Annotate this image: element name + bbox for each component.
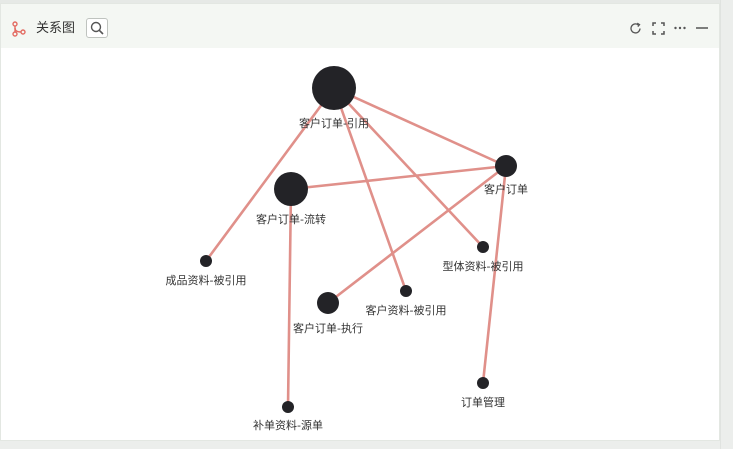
refresh-button[interactable] (628, 21, 642, 35)
bottom-edge (0, 441, 720, 449)
graph-node-n6[interactable]: 客户资料-被引用 (366, 285, 447, 317)
graph-node-label: 成品资料-被引用 (166, 273, 247, 287)
graph-node-label: 客户订单-流转 (256, 212, 326, 226)
graph-edge-n2-n8[interactable] (481, 164, 508, 385)
panel-header: 关系图 (1, 4, 719, 48)
graph-node-label: 客户资料-被引用 (366, 303, 447, 317)
minimize-button[interactable] (695, 21, 709, 35)
relation-graph-panel: 关系图 (0, 3, 720, 441)
graph-node-n5[interactable]: 型体资料-被引用 (443, 241, 524, 273)
graph-node-n2[interactable]: 客户订单 (484, 155, 528, 196)
graph-node-n9[interactable]: 补单资料-源单 (253, 401, 323, 432)
top-edge (0, 0, 733, 3)
graph-relation-icon (11, 21, 27, 37)
graph-node-circle[interactable] (400, 285, 412, 297)
graph-node-label: 客户订单 (484, 182, 528, 196)
graph-node-n7[interactable]: 客户订单-执行 (293, 292, 363, 335)
search-button[interactable] (86, 18, 108, 38)
graph-node-circle[interactable] (274, 172, 308, 206)
graph-node-circle[interactable] (477, 241, 489, 253)
search-icon (90, 21, 104, 35)
graph-node-n4[interactable]: 成品资料-被引用 (166, 255, 247, 287)
graph-edge-n1-n6[interactable] (332, 86, 408, 293)
graph-edge-n2-n7[interactable] (326, 164, 508, 305)
graph-node-label: 客户订单-执行 (293, 321, 363, 335)
fullscreen-icon (651, 21, 665, 35)
graph-node-circle[interactable] (477, 377, 489, 389)
graph-node-n1[interactable]: 客户订单-引用 (299, 66, 369, 130)
vertical-scrollbar[interactable] (720, 0, 733, 449)
graph-canvas[interactable]: 客户订单-引用客户订单客户订单-流转成品资料-被引用 型体资料-被引用客户资料-被… (1, 48, 719, 440)
graph-node-circle[interactable] (495, 155, 517, 177)
more-button[interactable] (673, 21, 687, 35)
graph-edge-n1-n2[interactable] (332, 86, 508, 168)
graph-node-label: 订单管理 (461, 395, 505, 409)
graph-edge-n1-n5[interactable] (332, 86, 485, 249)
graph-node-label: 补单资料-源单 (253, 418, 323, 432)
more-icon (674, 26, 686, 30)
graph-edge-n1-n4[interactable] (204, 86, 336, 263)
edges-layer (204, 86, 508, 409)
graph-node-label: 型体资料-被引用 (443, 259, 524, 273)
graph-node-label: 客户订单-引用 (299, 116, 369, 130)
graph-node-circle[interactable] (312, 66, 356, 110)
graph-edge-n3-n2[interactable] (289, 164, 508, 191)
panel-title: 关系图 (36, 21, 76, 36)
fullscreen-button[interactable] (651, 21, 665, 35)
graph-node-circle[interactable] (200, 255, 212, 267)
graph-edge-n3-n9[interactable] (286, 187, 293, 409)
refresh-icon (629, 22, 641, 34)
graph-node-circle[interactable] (282, 401, 294, 413)
graph-node-n3[interactable]: 客户订单-流转 (256, 172, 326, 226)
graph-node-n8[interactable]: 订单管理 (461, 377, 505, 409)
minimize-icon (696, 27, 708, 29)
graph-node-circle[interactable] (317, 292, 339, 314)
